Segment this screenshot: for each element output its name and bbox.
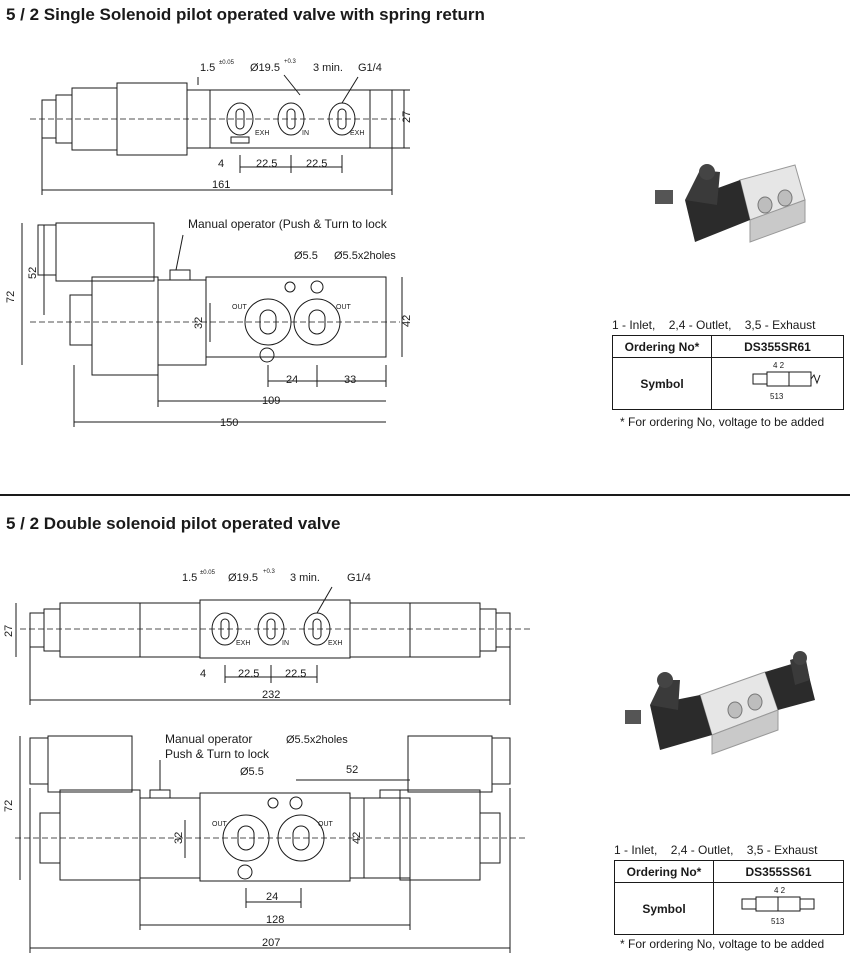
ordering-label: Ordering No*: [612, 335, 712, 358]
legend-inlet: 1 - Inlet,: [614, 843, 658, 857]
valve-symbol: 4 2 513: [713, 882, 844, 935]
manual-operator-label: Manual operator (Push & Turn to lock: [188, 217, 388, 231]
manual-operator-label-1: Manual operator: [165, 732, 252, 746]
port-in: IN: [282, 640, 289, 647]
dim-1-5: 1.5: [182, 572, 197, 584]
dim-52: 52: [346, 764, 358, 776]
port-exh-left: EXH: [236, 640, 250, 647]
port-in: IN: [302, 130, 309, 137]
spec-table: Ordering No* DS355SR61 Symbol 4 2 513: [612, 335, 844, 410]
svg-text:4 2: 4 2: [773, 361, 785, 370]
dim-g14: G1/4: [347, 572, 371, 584]
dim-1-5-tol: ±0.05: [200, 570, 216, 576]
dim-32: 32: [173, 832, 185, 844]
dim-42: 42: [351, 832, 363, 844]
dim-5-5: Ø5.5: [240, 766, 264, 778]
dim-5-5x2holes: Ø5.5x2holes: [286, 734, 348, 746]
dim-128: 128: [266, 914, 284, 926]
dim-22-5-a: 22.5: [256, 158, 277, 170]
svg-text:513: 513: [770, 392, 784, 401]
dim-109: 109: [262, 395, 280, 407]
legend-outlet: 2,4 - Outlet,: [668, 318, 732, 332]
dim-4: 4: [218, 158, 224, 170]
dim-42: 42: [401, 315, 413, 327]
dim-150: 150: [220, 417, 238, 429]
legend-exhaust: 3,5 - Exhaust: [746, 843, 818, 857]
dim-207: 207: [262, 937, 280, 949]
dim-24: 24: [286, 374, 298, 386]
port-out-right: OUT: [318, 821, 334, 828]
dim-33: 33: [344, 374, 356, 386]
footnote: * For ordering No, voltage to be added: [620, 415, 825, 429]
dim-1-5-tol: ±0.05: [219, 60, 235, 66]
dim-22-5-a: 22.5: [238, 668, 259, 680]
dim-27: 27: [3, 625, 15, 637]
legend-exhaust: 3,5 - Exhaust: [744, 318, 816, 332]
legend-row: 1 - Inlet, 2,4 - Outlet, 3,5 - Exhaust: [612, 318, 815, 332]
dim-19-5: Ø19.5: [228, 572, 258, 584]
dim-5-5: Ø5.5: [294, 250, 318, 262]
dim-32: 32: [193, 317, 205, 329]
dim-4: 4: [200, 668, 206, 680]
symbol-label: Symbol: [614, 882, 714, 935]
port-exh-right: EXH: [350, 130, 364, 137]
section1-title: 5 / 2 Single Solenoid pilot operated val…: [6, 5, 485, 24]
port-out-right: OUT: [336, 304, 352, 311]
section-divider: [0, 494, 850, 496]
valve-symbol: 4 2 513: [711, 357, 844, 410]
spec-table: Ordering No* DS355SS61 Symbol 4 2 513: [614, 860, 844, 935]
legend-outlet: 2,4 - Outlet,: [670, 843, 734, 857]
dim-3min: 3 min.: [313, 62, 343, 74]
dim-19-5-tol: +0.3: [263, 569, 276, 575]
dim-232: 232: [262, 689, 280, 701]
dim-22-5-b: 22.5: [285, 668, 306, 680]
dim-19-5: Ø19.5: [250, 62, 280, 74]
port-exh-right: EXH: [328, 640, 342, 647]
double-solenoid-product-photo: [625, 651, 815, 755]
manual-operator-label-2: Push & Turn to lock: [165, 747, 270, 761]
valve-symbol-icon: 4 2 513: [752, 361, 820, 401]
dim-19-5-tol: +0.3: [284, 59, 297, 65]
single-solenoid-product-photo: [655, 164, 806, 243]
single-solenoid-front-view: Manual operator (Push & Turn to lock Ø5.…: [5, 217, 413, 429]
port-exh-left: EXH: [255, 130, 269, 137]
dim-5-5x2holes: Ø5.5x2holes: [334, 250, 396, 262]
dim-g14: G1/4: [358, 62, 382, 74]
section2-title: 5 / 2 Double solenoid pilot operated val…: [6, 514, 341, 533]
dim-1-5: 1.5: [200, 62, 215, 74]
dim-27: 27: [401, 111, 413, 123]
symbol-label: Symbol: [612, 357, 712, 410]
dim-3min: 3 min.: [290, 572, 320, 584]
dim-24: 24: [266, 891, 278, 903]
dim-22-5-b: 22.5: [306, 158, 327, 170]
ordering-label: Ordering No*: [614, 860, 714, 883]
double-solenoid-top-view: 1.5 ±0.05 Ø19.5 +0.3 3 min. G1/4 27 4 22…: [3, 569, 530, 705]
single-solenoid-top-view: 1.5 ±0.05 Ø19.5 +0.3 3 min. G1/4 27 4 22…: [30, 59, 413, 195]
dim-52: 52: [27, 267, 39, 279]
footnote: * For ordering No, voltage to be added: [620, 937, 825, 951]
ordering-value: DS355SR61: [711, 335, 844, 358]
svg-text:513: 513: [771, 917, 785, 926]
port-out-left: OUT: [212, 821, 228, 828]
double-solenoid-front-view: Manual operator Push & Turn to lock Ø5.5…: [3, 732, 525, 953]
legend-row: 1 - Inlet, 2,4 - Outlet, 3,5 - Exhaust: [614, 843, 817, 857]
legend-inlet: 1 - Inlet,: [612, 318, 656, 332]
port-out-left: OUT: [232, 304, 248, 311]
dim-72: 72: [3, 800, 15, 812]
svg-text:4 2: 4 2: [774, 886, 786, 895]
valve-symbol-icon: 4 2 513: [741, 886, 814, 926]
ordering-value: DS355SS61: [713, 860, 844, 883]
dim-72: 72: [5, 291, 17, 303]
dim-161: 161: [212, 179, 230, 191]
